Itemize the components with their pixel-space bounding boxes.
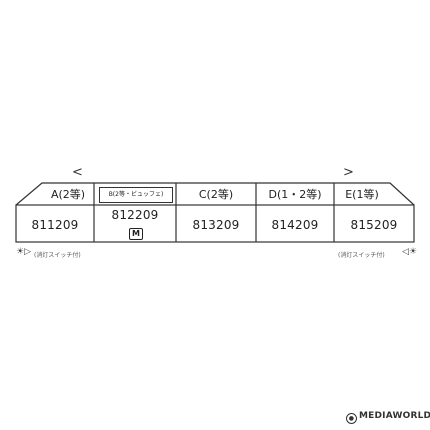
roof-outline bbox=[15, 182, 415, 206]
car-a-number: 811209 bbox=[31, 218, 79, 232]
logo-mark-icon: ● bbox=[346, 413, 357, 424]
car-b-label: B(2等・ビュッフェ) bbox=[99, 187, 173, 203]
car-d-label: D(1・2等) bbox=[268, 188, 322, 201]
body-outline bbox=[15, 204, 415, 243]
watermark-logo: ●MEDIAWORLD bbox=[346, 411, 430, 424]
car-c-label: C(2等) bbox=[198, 188, 234, 201]
watermark-text: MEDIAWORLD bbox=[359, 411, 430, 421]
car-a-label: A(2等) bbox=[50, 188, 86, 201]
car-d-number: 814209 bbox=[271, 218, 319, 232]
car-e-number: 815209 bbox=[350, 218, 398, 232]
car-b-number: 812209 bbox=[111, 208, 159, 222]
switch-note-right: (消灯スイッチ付) bbox=[338, 252, 385, 259]
car-e-label: E(1等) bbox=[345, 188, 379, 201]
motor-car-badge: M bbox=[129, 228, 143, 240]
headlight-icon-right: ◁☀ bbox=[402, 247, 417, 257]
direction-arrow-right: > bbox=[343, 165, 354, 180]
direction-arrow-left: < bbox=[72, 165, 83, 180]
headlight-icon-left: ☀▷ bbox=[16, 247, 31, 257]
switch-note-left: (消灯スイッチ付) bbox=[34, 252, 81, 259]
car-c-number: 813209 bbox=[192, 218, 240, 232]
